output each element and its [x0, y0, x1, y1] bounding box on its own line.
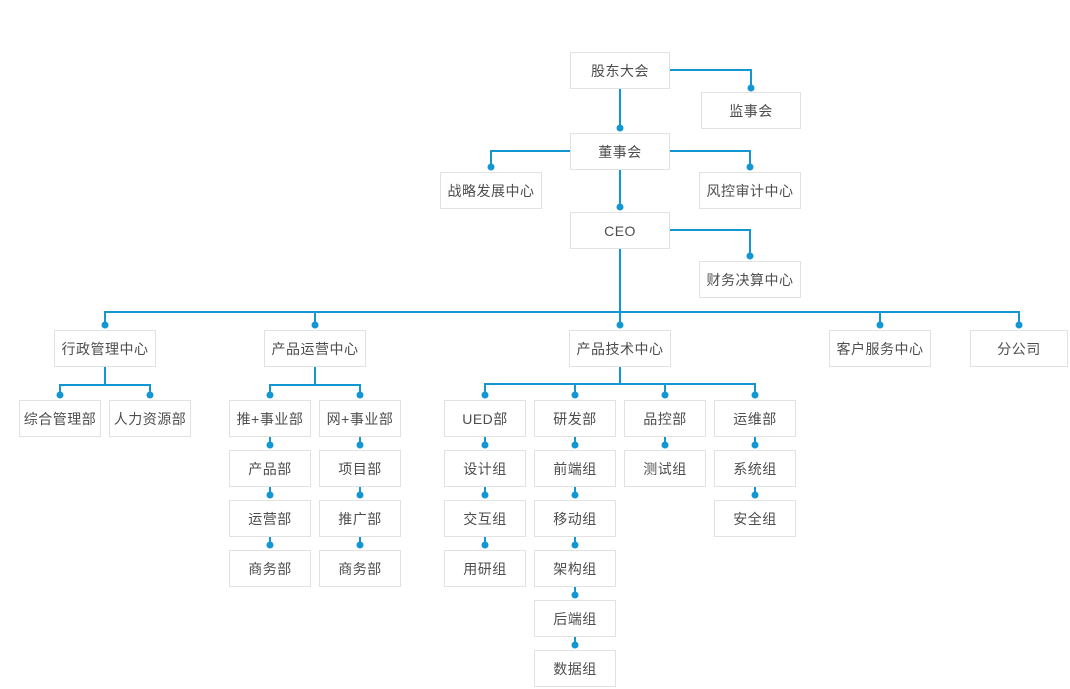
connector-dot: [356, 491, 364, 499]
connector-dot: [356, 391, 364, 399]
org-node-admin-management-center[interactable]: 行政管理中心: [54, 330, 156, 367]
org-node-quality-control-dept[interactable]: 品控部: [624, 400, 706, 437]
org-node-business-dept-tui[interactable]: 商务部: [229, 550, 311, 587]
connector-dot: [751, 491, 759, 499]
org-node-frontend-group[interactable]: 前端组: [534, 450, 616, 487]
connector-dot: [571, 591, 579, 599]
org-node-security-group[interactable]: 安全组: [714, 500, 796, 537]
connector-dot: [56, 391, 64, 399]
org-node-architecture-group[interactable]: 架构组: [534, 550, 616, 587]
connector-line: [670, 150, 751, 167]
org-node-system-group[interactable]: 系统组: [714, 450, 796, 487]
connector-dot: [751, 391, 759, 399]
org-node-operation-dept[interactable]: 运营部: [229, 500, 311, 537]
connector-dot: [481, 541, 489, 549]
org-node-interaction-group[interactable]: 交互组: [444, 500, 526, 537]
org-node-mobile-group[interactable]: 移动组: [534, 500, 616, 537]
org-node-hr-dept[interactable]: 人力资源部: [109, 400, 191, 437]
connector-dot: [101, 321, 109, 329]
connector-dot: [747, 84, 755, 92]
org-node-ued-dept[interactable]: UED部: [444, 400, 526, 437]
connector-dot: [266, 391, 274, 399]
org-node-shareholders-meeting[interactable]: 股东大会: [570, 52, 670, 89]
org-node-business-dept-wang[interactable]: 商务部: [319, 550, 401, 587]
connector-dot: [266, 541, 274, 549]
connector-dot: [356, 541, 364, 549]
connector-dot: [571, 491, 579, 499]
connector-dot: [311, 321, 319, 329]
connector-line: [490, 150, 570, 167]
org-node-data-group[interactable]: 数据组: [534, 650, 616, 687]
connector-dot: [571, 541, 579, 549]
org-node-project-dept[interactable]: 项目部: [319, 450, 401, 487]
org-node-product-operations-center[interactable]: 产品运营中心: [264, 330, 366, 367]
connector-line: [670, 229, 751, 256]
org-node-product-technology-center[interactable]: 产品技术中心: [569, 330, 671, 367]
connector-dot: [146, 391, 154, 399]
connector-dot: [1015, 321, 1023, 329]
connector-dot: [487, 163, 495, 171]
connector-line: [59, 384, 151, 395]
org-node-strategy-development-center[interactable]: 战略发展中心: [440, 172, 542, 209]
org-node-testing-group[interactable]: 测试组: [624, 450, 706, 487]
org-node-supervisory-board[interactable]: 监事会: [701, 92, 801, 129]
connector-line: [269, 384, 361, 395]
connector-dot: [876, 321, 884, 329]
connector-dot: [661, 391, 669, 399]
connector-line: [670, 69, 752, 88]
org-node-user-research-group[interactable]: 用研组: [444, 550, 526, 587]
org-node-product-dept[interactable]: 产品部: [229, 450, 311, 487]
connector-line: [104, 311, 1020, 325]
connector-dot: [266, 491, 274, 499]
connector-dot: [266, 441, 274, 449]
org-node-finance-settlement-center[interactable]: 财务决算中心: [699, 261, 801, 298]
org-node-risk-audit-center[interactable]: 风控审计中心: [699, 172, 801, 209]
org-node-wang-business-division[interactable]: 网+事业部: [319, 400, 401, 437]
connector-dot: [481, 441, 489, 449]
org-node-operations-maintenance-dept[interactable]: 运维部: [714, 400, 796, 437]
connector-dot: [616, 203, 624, 211]
org-node-general-management-dept[interactable]: 综合管理部: [19, 400, 101, 437]
connector-dot: [616, 321, 624, 329]
org-node-board-of-directors[interactable]: 董事会: [570, 133, 670, 170]
connector-dot: [481, 491, 489, 499]
connector-line: [484, 383, 756, 395]
connector-dot: [616, 124, 624, 132]
org-node-promotion-dept[interactable]: 推广部: [319, 500, 401, 537]
connector-dot: [571, 441, 579, 449]
connector-dot: [661, 441, 669, 449]
connector-dot: [746, 252, 754, 260]
connector-dot: [751, 441, 759, 449]
connector-dot: [746, 163, 754, 171]
org-node-tui-business-division[interactable]: 推+事业部: [229, 400, 311, 437]
org-node-design-group[interactable]: 设计组: [444, 450, 526, 487]
org-node-customer-service-center[interactable]: 客户服务中心: [829, 330, 931, 367]
connector-dot: [356, 441, 364, 449]
connector-dot: [571, 641, 579, 649]
org-node-rnd-dept[interactable]: 研发部: [534, 400, 616, 437]
org-node-ceo[interactable]: CEO: [570, 212, 670, 249]
connector-dot: [481, 391, 489, 399]
connector-dot: [571, 391, 579, 399]
org-node-backend-group[interactable]: 后端组: [534, 600, 616, 637]
org-node-branch-company[interactable]: 分公司: [970, 330, 1068, 367]
